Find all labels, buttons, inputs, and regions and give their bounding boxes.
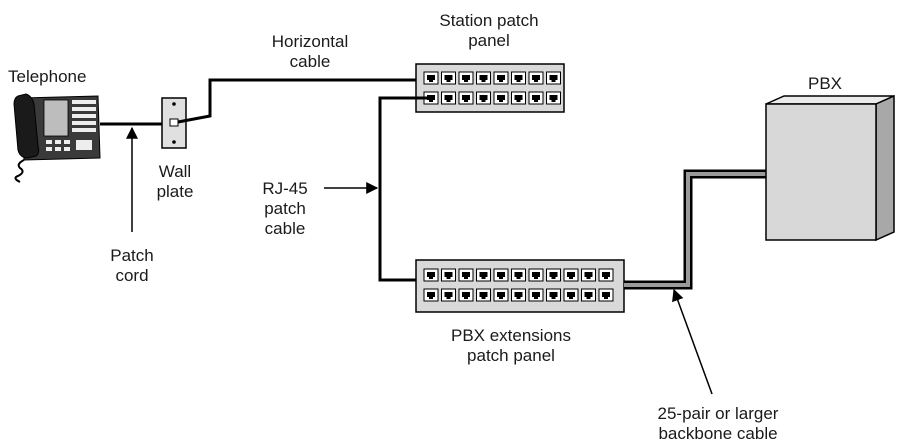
rj45-port [458, 288, 474, 302]
rj45-port [493, 268, 509, 282]
patch-cord-label: Patch cord [110, 246, 154, 285]
rj45-port [581, 288, 596, 302]
backbone-arrow [672, 288, 713, 395]
rj45-port [493, 71, 509, 85]
horizontal-cable-line [177, 78, 418, 124]
rj45-port [458, 268, 474, 282]
pbx-extensions-patch-panel [415, 259, 625, 313]
rj45-port [563, 268, 579, 282]
rj45-port [511, 268, 526, 282]
rj45-port [546, 288, 561, 302]
station-patch-panel [415, 63, 565, 113]
rj45-port [423, 268, 439, 282]
rj45-port [441, 91, 456, 105]
rj45-port [476, 288, 491, 302]
rj45-port [528, 288, 544, 302]
backbone-cable [624, 169, 770, 290]
rj45-port [493, 91, 509, 105]
rj45-port [546, 91, 561, 105]
pbx-extensions-patch-panel-label: PBX extensions patch panel [450, 326, 571, 365]
rj45-port [511, 71, 526, 85]
backbone-cable-label: 25-pair or larger backbone cable [657, 404, 779, 443]
rj45-port [546, 268, 561, 282]
rj45-port [458, 91, 474, 105]
rj45-port [528, 91, 544, 105]
pbx-label: PBX [807, 74, 843, 93]
rj45-port [528, 268, 544, 282]
rj45-port [441, 268, 456, 282]
rj45-port [476, 91, 491, 105]
telephone-icon [13, 93, 101, 183]
rj45-port [493, 288, 509, 302]
rj45-port [441, 71, 456, 85]
station-patch-panel-label: Station patch panel [439, 11, 539, 50]
rj45-patch-cable-label: RJ-45 patch cable [262, 179, 308, 238]
pbx-icon [765, 94, 895, 242]
telephone-label: Telephone [8, 67, 87, 86]
rj45-port [423, 288, 439, 302]
wall-plate-icon [161, 97, 187, 149]
rj45-port [546, 71, 561, 85]
rj45-port [441, 288, 456, 302]
wall-plate-label: Wall plate [156, 162, 194, 201]
horizontal-cable-label: Horizontal cable [271, 32, 349, 71]
rj45-port [511, 288, 526, 302]
rj45-port [511, 91, 526, 105]
rj45-port [476, 71, 491, 85]
rj45-port [423, 71, 439, 85]
rj45-port [581, 268, 596, 282]
rj45-port [563, 288, 579, 302]
rj45-port [528, 71, 544, 85]
rj45-port [598, 268, 614, 282]
rj45-port [476, 268, 491, 282]
rj45-port [458, 71, 474, 85]
rj45-port [598, 288, 614, 302]
rj45-patch-cable-line [378, 96, 432, 282]
